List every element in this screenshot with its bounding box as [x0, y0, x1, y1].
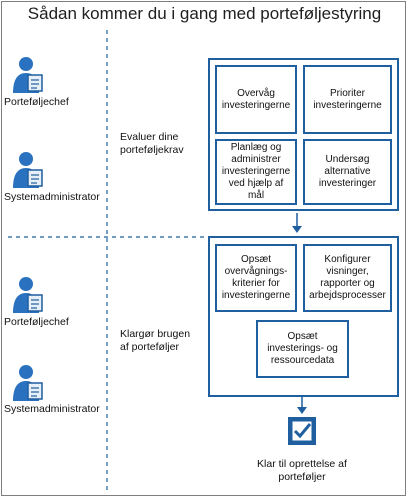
checkbox-icon — [288, 417, 316, 445]
phase-label-prepare: Klargør brugen af porteføljer — [120, 328, 191, 353]
task-prioritize-investments: Prioriter investeringerne — [303, 65, 392, 134]
task-setup-monitoring-criteria: Opsæt overvågnings- kriterier for invest… — [215, 244, 297, 312]
user-clipboard-icon — [13, 57, 43, 93]
phase-label-evaluate: Evaluer dine porteføljekrav — [120, 131, 184, 156]
task-explore-alternatives: Undersøg alternative investeringer — [303, 139, 392, 205]
user-clipboard-icon — [13, 152, 43, 188]
page-title: Sådan kommer du i gang med porteføljesty… — [27, 4, 382, 23]
role-label-system-administrator: Systemadministrator — [4, 191, 100, 203]
end-label: Klar til oprettelse af porteføljer — [257, 458, 347, 483]
task-monitor-investments: Overvåg investeringerne — [215, 65, 297, 134]
user-clipboard-icon — [13, 277, 43, 313]
role-label-system-administrator: Systemadministrator — [4, 403, 100, 415]
role-label-portfolio-manager: Porteføljechef — [4, 96, 69, 108]
task-configure-views: Konfigurer visninger, rapporter og arbej… — [303, 244, 392, 312]
user-clipboard-icon — [13, 365, 43, 401]
task-setup-investment-data: Opsæt investerings- og ressourcedata — [256, 320, 349, 378]
task-plan-manage-investments: Planlæg og administrer investeringerne v… — [215, 139, 297, 205]
role-label-portfolio-manager: Porteføljechef — [4, 316, 69, 328]
